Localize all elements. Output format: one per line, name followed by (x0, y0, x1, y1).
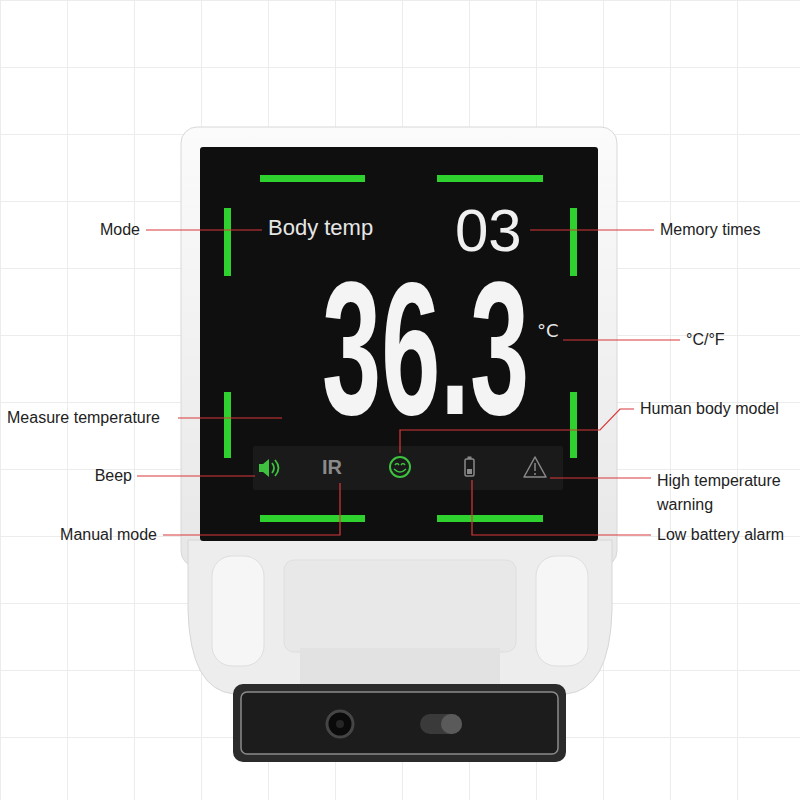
display-screen: Body temp 0336.3 °C IR (200, 147, 598, 541)
frame-bar (224, 208, 231, 276)
leader-line (530, 229, 654, 230)
callout-label: Measure temperature (7, 406, 160, 430)
callout-label: Human body model (640, 397, 779, 421)
leader-line (137, 475, 255, 476)
smiley-icon (390, 457, 410, 477)
frame-bar (260, 175, 365, 182)
frame-bar (570, 208, 577, 276)
housing-ridge (212, 556, 264, 666)
frame-bar (437, 515, 543, 522)
sensor-window (420, 714, 462, 734)
callout-label: Beep (95, 464, 132, 488)
temperature-reading: 36.3 (322, 253, 529, 443)
housing-mount (188, 540, 612, 694)
callout-label: High temperature warning (657, 469, 795, 517)
warning-dot (534, 473, 536, 475)
leader-line (563, 339, 680, 340)
speaker-icon (259, 459, 269, 477)
frame-bar (570, 392, 577, 458)
battery-cap (468, 457, 472, 460)
callout-label: Mode (100, 218, 140, 242)
leader-line (146, 229, 262, 230)
icon-band (253, 446, 563, 490)
leader-line (178, 417, 282, 418)
frame-bar (437, 175, 543, 182)
housing-neck (300, 648, 500, 688)
unit-text: °C (537, 322, 559, 340)
ir-icon-text: IR (322, 457, 342, 477)
frame-bar (260, 515, 365, 522)
sensor-lens (327, 711, 353, 737)
frame-bar (224, 392, 231, 458)
screen-ground (200, 147, 598, 541)
housing-body (181, 127, 617, 567)
leader-line (472, 480, 651, 535)
sensor-window-half (441, 714, 462, 734)
battery-level (467, 469, 472, 474)
callout-label: Low battery alarm (657, 523, 784, 547)
sensor-module (233, 684, 566, 762)
speaker-waves (272, 460, 279, 476)
mode-text: Body temp (268, 217, 373, 239)
memory-count: 03 (455, 201, 522, 261)
callout-label: Manual mode (60, 523, 157, 547)
sensor-lens-core (336, 720, 344, 728)
battery-icon (465, 459, 474, 476)
warning-mark (534, 463, 536, 471)
leader-lines (137, 230, 680, 535)
warning-icon (524, 457, 546, 477)
callout-label: Memory times (660, 218, 760, 242)
callout-label: °C/°F (686, 328, 725, 352)
smiley-face (394, 464, 406, 473)
housing-recess (284, 560, 516, 652)
housing-ridge (536, 556, 588, 666)
leader-line (163, 483, 340, 535)
leader-line (550, 477, 651, 478)
green-frame-bars (224, 175, 577, 522)
sensor-frame (241, 692, 558, 754)
